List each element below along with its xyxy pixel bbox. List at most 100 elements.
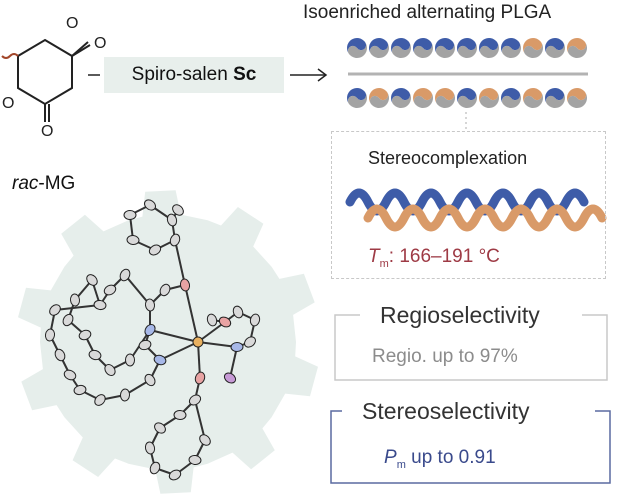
monomer-unit	[391, 88, 411, 108]
plga-title: Isoenriched alternating PLGA	[303, 2, 552, 23]
crystal-atom	[159, 283, 171, 297]
monomer-unit	[501, 88, 521, 108]
monomer-unit	[567, 88, 587, 108]
crystal-bond	[149, 329, 199, 343]
crystal-atom	[244, 336, 256, 348]
crystal-atom	[104, 364, 116, 376]
crystal-atom	[124, 353, 136, 367]
regioselectivity-title: Regioselectivity	[370, 302, 550, 329]
crystal-atom	[69, 293, 81, 307]
pm-sub: m	[396, 458, 406, 471]
crystal-atom	[206, 313, 218, 327]
crystal-bond	[197, 341, 238, 348]
catalyst-box: Spiro-salen Sc	[104, 57, 284, 93]
crystal-atom	[166, 213, 178, 227]
monomer-unit	[523, 38, 543, 58]
catalyst-bold: Sc	[233, 64, 257, 85]
crystal-atom	[78, 329, 92, 341]
crystal-atom	[94, 394, 106, 406]
monomer-unit	[457, 38, 477, 58]
crystal-atom	[232, 305, 244, 319]
crystal-atom	[144, 373, 156, 387]
gear-icon	[18, 190, 318, 494]
stereoselectivity-frame	[330, 410, 611, 484]
crystal-atom	[119, 268, 131, 282]
stereocomplex-strand-orange	[363, 204, 607, 232]
monomer-unit	[545, 38, 565, 58]
crystal-atom	[93, 299, 107, 311]
stereocomplex-panel	[331, 131, 606, 279]
rac-mg-structure	[1, 38, 91, 122]
crystal-atom	[144, 323, 156, 337]
crystal-bond	[194, 399, 206, 441]
monomer-unit	[435, 88, 455, 108]
crystal-bond	[184, 284, 199, 343]
monomer-unit	[413, 38, 433, 58]
carbonyl-bond-top-double	[71, 41, 89, 57]
monomer-unit	[413, 88, 433, 108]
monomer-unit	[545, 88, 565, 108]
crystal-atom	[173, 409, 187, 421]
monomer-unit	[479, 38, 499, 58]
crystal-atom	[126, 234, 140, 246]
monomer-unit	[347, 88, 367, 108]
stereoselectivity-title: Stereoselectivity	[352, 398, 540, 425]
reaction-arrow-head	[317, 68, 328, 82]
crystal-atom	[218, 316, 232, 328]
crystal-atom	[63, 369, 77, 381]
atom-o-3: O	[2, 95, 14, 112]
tm-sub: m	[379, 257, 389, 270]
tm-label: Tm: 166–191 °C	[368, 246, 500, 270]
crystal-atom	[230, 341, 244, 353]
monomer-unit	[523, 88, 543, 108]
crystal-atom	[138, 339, 152, 351]
regioselectivity-value: Regio. up to 97%	[372, 346, 518, 367]
chain-bottom	[347, 88, 587, 108]
crystal-atom	[73, 384, 87, 396]
crystal-atom	[168, 469, 182, 481]
catalyst-prefix: Spiro-salen	[131, 64, 234, 85]
atom-o-1: O	[94, 35, 106, 52]
crystal-atom	[223, 372, 237, 384]
methyl-wavy-bond	[1, 53, 19, 59]
monomer-rest: -MG	[38, 173, 76, 194]
crystal-atom	[194, 371, 206, 385]
crystal-atom	[144, 441, 156, 455]
crystal-atom	[148, 244, 162, 256]
pm-label: Pm up to 0.91	[384, 447, 496, 471]
regioselectivity-frame	[334, 314, 608, 381]
catalyst-label: Spiro-salen Sc	[104, 57, 284, 93]
tm-value: : 166–191 °C	[388, 246, 500, 267]
crystal-atom	[119, 388, 131, 402]
monomer-unit	[501, 38, 521, 58]
crystal-atom	[88, 349, 102, 361]
stereocomplex-title: Stereocomplexation	[368, 148, 528, 168]
crystal-atom	[179, 278, 191, 292]
atom-o-4: O	[41, 123, 53, 140]
crystal-atom	[144, 298, 156, 312]
chain-top	[347, 38, 587, 58]
crystal-bond	[229, 346, 238, 379]
crystal-atom	[172, 204, 184, 216]
crystal-bond	[197, 321, 226, 343]
crystal-atom	[154, 422, 166, 434]
monomer-unit	[457, 88, 477, 108]
crystal-atom	[169, 233, 181, 247]
crystal-bond	[174, 239, 186, 286]
crystal-atom	[62, 313, 74, 327]
tm-symbol: T	[368, 246, 380, 267]
stereocomplex-strand-blue	[345, 188, 589, 216]
monomer-unit	[479, 88, 499, 108]
crystal-bond	[54, 304, 101, 311]
crystal-atom	[153, 354, 167, 366]
crystal-atom	[103, 284, 117, 296]
monomer-unit	[369, 38, 389, 58]
atom-o-2: O	[66, 15, 78, 32]
pm-value: up to 0.91	[405, 447, 496, 468]
monomer-unit	[347, 38, 367, 58]
crystal-atom	[44, 328, 56, 342]
monomer-italic: rac	[12, 173, 39, 194]
pm-symbol: P	[384, 447, 397, 468]
